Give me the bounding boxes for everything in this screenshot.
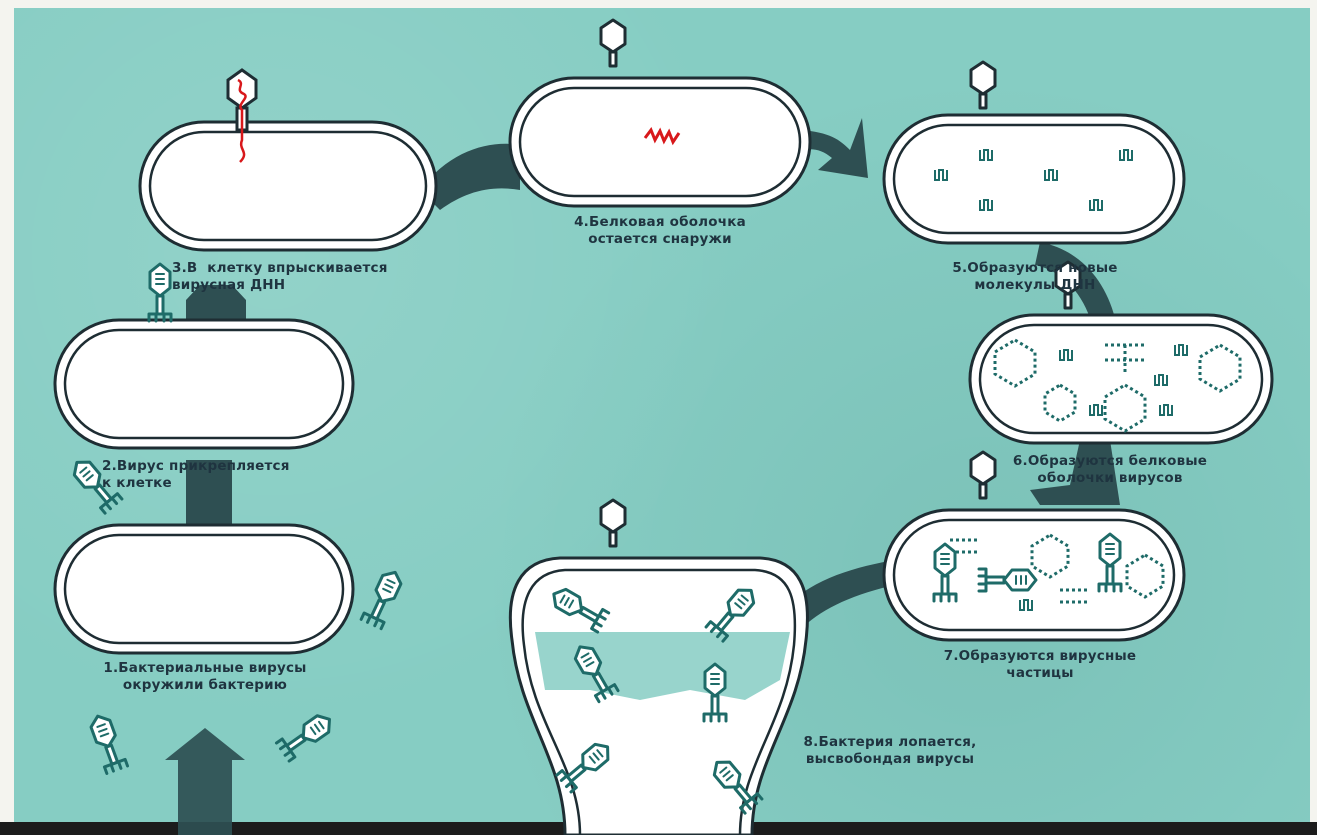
cell-3 — [140, 122, 436, 250]
virus-icon — [149, 264, 171, 321]
cell-7 — [884, 510, 1184, 640]
step-6-label: 6.Образуются белковые оболочки вирусов — [990, 453, 1230, 487]
cell-1 — [55, 525, 353, 653]
step-4-label: 4.Белковая оболочка остается снаружи — [520, 214, 800, 248]
cell-4 — [510, 78, 810, 206]
step-1-label: 1.Бактериальные вирусы окружили бактерию — [60, 660, 350, 694]
step-3-label: 3.В клетку впрыскивается вирусная ДНН — [172, 260, 442, 294]
virus-icon — [361, 568, 405, 629]
virus-icon — [87, 712, 127, 773]
step-2-label: 2.Вирус прикрепляется к клетке — [102, 458, 342, 492]
step-7-label: 7.Образуются вирусные частицы — [900, 648, 1180, 682]
step-5-label: 5.Образуются новые молекулы ДНН — [880, 260, 1190, 294]
step-8-label: 8.Бактерия лопается, высвобондая вирусы — [770, 734, 1010, 768]
cell-6 — [970, 315, 1272, 443]
phage-coat-icon — [601, 500, 625, 546]
cell-5 — [884, 115, 1184, 243]
arrow-up-1 — [165, 728, 245, 835]
phage-coat-icon — [971, 62, 995, 108]
cell-2 — [55, 320, 353, 448]
phage-coat-icon — [601, 20, 625, 66]
virus-icon — [276, 710, 335, 761]
